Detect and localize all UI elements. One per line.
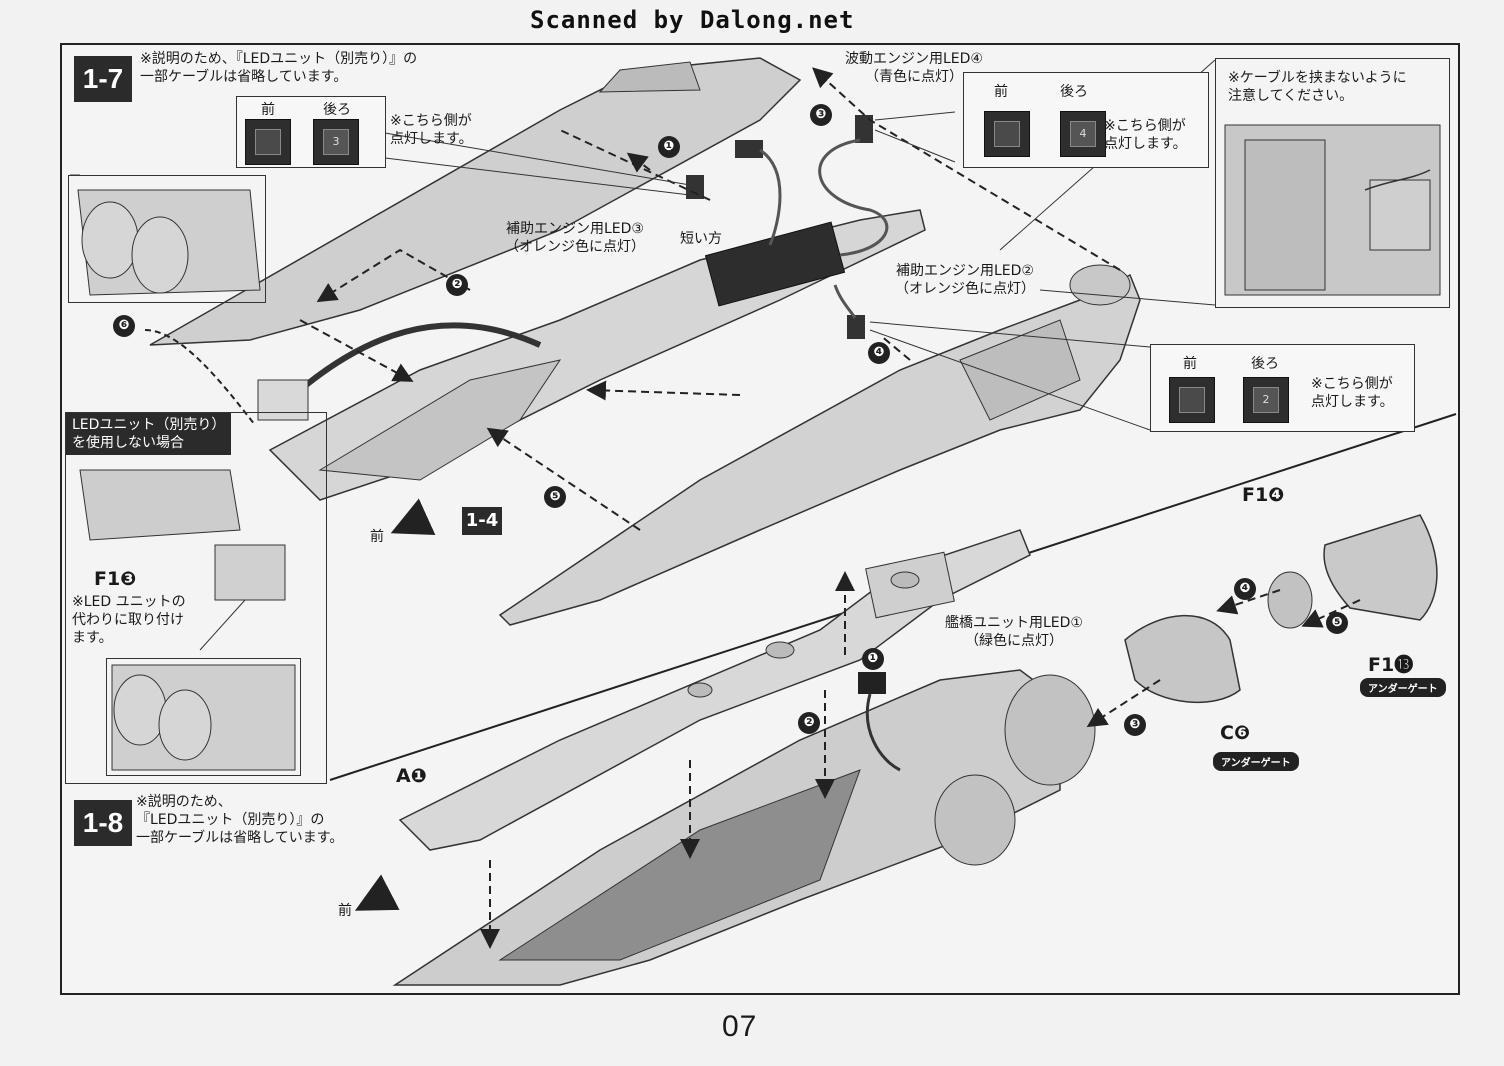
led4-orientation-table: 前 後ろ 4 ※こちら側が 点灯します。 xyxy=(963,72,1209,168)
part-c-6: C❻ xyxy=(1220,722,1251,744)
part-f1-4: F1❹ xyxy=(1242,484,1285,506)
engine-detail-panel xyxy=(68,175,266,303)
led4-lit-side-note: ※こちら側が 点灯します。 xyxy=(1104,118,1187,152)
no-led-note: ※LED ユニットの 代わりに取り付け ます。 xyxy=(72,594,186,646)
step-marker-6: ❻ xyxy=(113,315,135,337)
under-gate-badge: アンダーゲート xyxy=(1213,752,1299,771)
part-f1-13: F1⓭ xyxy=(1368,654,1414,676)
table-header-back: 後ろ xyxy=(1060,84,1088,100)
scanner-watermark: Scanned by Dalong.net xyxy=(530,6,855,34)
front-direction-label: 前 xyxy=(338,903,352,919)
step-marker-3: ❸ xyxy=(810,104,832,126)
step-marker-4: ❹ xyxy=(868,342,890,364)
table-header-back: 後ろ xyxy=(1251,356,1279,372)
step-marker-5: ❺ xyxy=(544,486,566,508)
led2-label: 補助エンジン用LED② （オレンジ色に点灯） xyxy=(895,263,1035,297)
led4-back-chip: 4 xyxy=(1060,111,1106,157)
table-header-back: 後ろ xyxy=(323,102,351,118)
part-f1-3: F1❸ xyxy=(94,568,137,590)
table-header-front: 前 xyxy=(1183,356,1197,372)
led3-back-chip: 3 xyxy=(313,119,359,165)
led2-lit-side-note: ※こちら側が 点灯します。 xyxy=(1311,376,1394,410)
step-marker-2: ❷ xyxy=(798,712,820,734)
cable-note-panel: ※ケーブルを挟まないように 注意してください。 xyxy=(1215,58,1450,308)
led2-back-chip: 2 xyxy=(1243,377,1289,423)
led4-front-chip xyxy=(984,111,1030,157)
ref-step-1-4: 1-4 xyxy=(462,507,502,535)
step-1-7-badge: 1-7 xyxy=(74,56,132,102)
front-direction-label: 前 xyxy=(370,529,384,545)
table-header-front: 前 xyxy=(261,102,275,118)
led3-front-chip xyxy=(245,119,291,165)
step-marker-5: ❺ xyxy=(1326,612,1348,634)
no-led-title: LEDユニット（別売り） を使用しない場合 xyxy=(66,413,232,455)
led2-front-chip xyxy=(1169,377,1215,423)
led3-label: 補助エンジン用LED③ （オレンジ色に点灯） xyxy=(505,221,645,255)
step-marker-2: ❷ xyxy=(446,274,468,296)
step-marker-4: ❹ xyxy=(1234,578,1256,600)
led2-orientation-table: 前 後ろ 2 ※こちら側が 点灯します。 xyxy=(1150,344,1415,432)
part-a-1: A❶ xyxy=(396,765,427,787)
under-gate-badge: アンダーゲート xyxy=(1360,678,1446,697)
short-side-label: 短い方 xyxy=(680,231,722,247)
led3-lit-side-note: ※こちら側が 点灯します。 xyxy=(390,113,473,147)
no-led-unit-panel: LEDユニット（別売り） を使用しない場合 F1❸ ※LED ユニットの 代わり… xyxy=(65,412,327,784)
page-number: 07 xyxy=(722,1010,758,1043)
step-marker-1: ❶ xyxy=(862,648,884,670)
table-header-front: 前 xyxy=(994,84,1008,100)
step-marker-3: ❸ xyxy=(1124,714,1146,736)
step-1-7-note: ※説明のため、『LEDユニット（別売り）』の 一部ケーブルは省略しています。 xyxy=(140,51,418,85)
cable-note: ※ケーブルを挟まないように 注意してください。 xyxy=(1228,70,1407,104)
led3-orientation-table: 前 後ろ 3 xyxy=(236,96,386,168)
step-1-8-note: ※説明のため、 『LEDユニット（別売り）』の 一部ケーブルは省略しています。 xyxy=(136,794,344,846)
step-1-8-badge: 1-8 xyxy=(74,800,132,846)
led1-label: 艦橋ユニット用LED① （緑色に点灯） xyxy=(945,615,1083,649)
step-marker-1: ❶ xyxy=(658,136,680,158)
led4-label: 波動エンジン用LED④ （青色に点灯） xyxy=(845,51,983,85)
no-led-detail-inset xyxy=(106,658,301,776)
